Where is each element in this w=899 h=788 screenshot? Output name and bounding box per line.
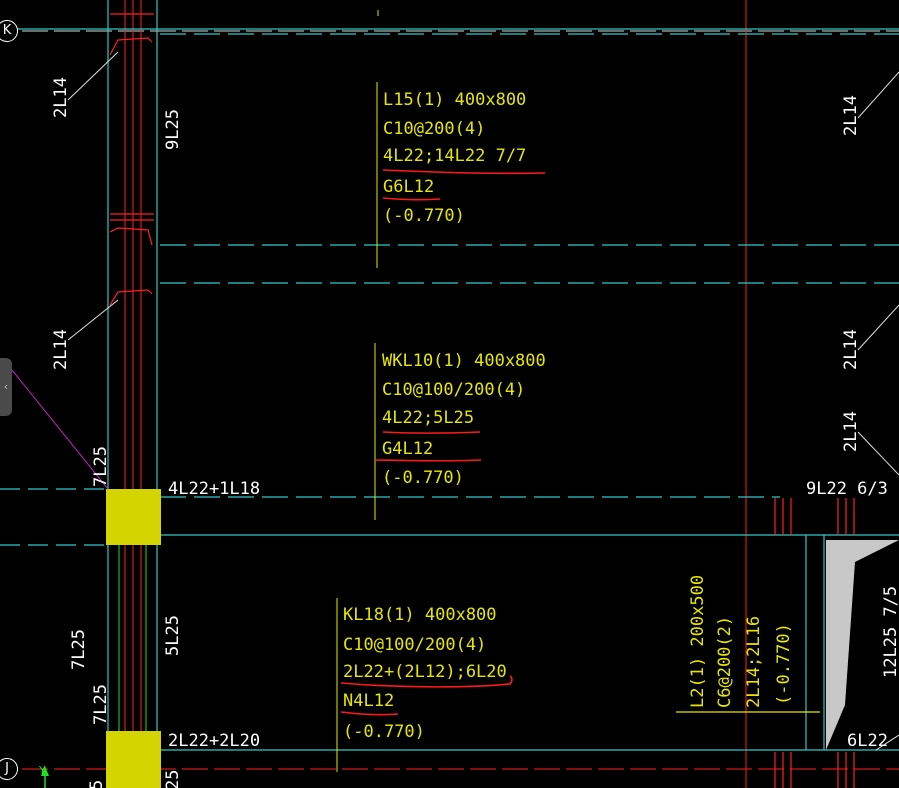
label-right-9L22: 9L22 6/3 bbox=[806, 479, 888, 499]
magenta-leader bbox=[11, 369, 109, 490]
beam-L15-annotation[interactable]: L15(1) 400x800 C10@200(4) 4L22;14L22 7/7… bbox=[383, 90, 526, 226]
axis-lines bbox=[22, 0, 899, 788]
side-panel-toggle[interactable]: ‹ bbox=[0, 358, 12, 416]
beam-KL18-line3: 2L22+(2L12);6L20 bbox=[343, 662, 507, 682]
label-right-6L22: 6L22 bbox=[847, 731, 888, 751]
beam-KL18-annotation[interactable]: KL18(1) 400x800 C10@100/200(4) 2L22+(2L1… bbox=[343, 605, 507, 742]
grid-axis-bubble-bottom[interactable]: J bbox=[0, 758, 18, 780]
beam-L2-line3: 2L14;2L16 bbox=[744, 616, 764, 708]
label-left-7L25-upper: 7L25 bbox=[91, 446, 111, 487]
beam-WKL10-annotation[interactable]: WKL10(1) 400x800 C10@100/200(4) 4L22;5L2… bbox=[382, 351, 546, 488]
beam-WKL10-line1: WKL10(1) 400x800 bbox=[382, 351, 546, 371]
label-left-7L25-low2: 7L25 bbox=[91, 684, 111, 725]
label-left-9L25: 9L25 bbox=[163, 109, 183, 150]
beam-WKL10-line4: G4L12 bbox=[382, 439, 433, 459]
grid-axis-label-bottom: J bbox=[5, 761, 9, 776]
beam-WKL10-line2: C10@100/200(4) bbox=[382, 380, 525, 400]
beam-L2-line4: (-0.770) bbox=[774, 623, 794, 705]
column-lower[interactable] bbox=[106, 731, 161, 788]
beam-WKL10-line5: (-0.770) bbox=[382, 468, 464, 488]
beam-L2-line1: L2(1) 200x500 bbox=[688, 575, 708, 708]
beam-L15-line2: C10@200(4) bbox=[383, 119, 485, 139]
rebar-labels: 2L14 9L25 2L14 7L25 4L22+1L18 5L25 7L25 … bbox=[51, 77, 899, 788]
ucs-icon: Y bbox=[38, 764, 49, 788]
column-upper[interactable] bbox=[106, 489, 161, 545]
red-markups bbox=[340, 169, 546, 716]
label-left-bottom-fragment2: 25 bbox=[163, 770, 183, 788]
beam-KL18-line5: (-0.770) bbox=[343, 722, 425, 742]
beam-WKL10-line3: 4L22;5L25 bbox=[382, 408, 474, 428]
beam-KL18-line2: C10@100/200(4) bbox=[343, 635, 486, 655]
label-left-2L14-top: 2L14 bbox=[51, 77, 71, 118]
wall-section bbox=[826, 540, 899, 750]
beam-L15-line5: (-0.770) bbox=[383, 206, 465, 226]
beam-L2-line2: C6@200(2) bbox=[715, 616, 735, 708]
beam-KL18-line1: KL18(1) 400x800 bbox=[343, 605, 497, 625]
label-left-bottom-fragment: 5 bbox=[87, 780, 107, 788]
beam-L15-line4: G6L12 bbox=[383, 177, 434, 197]
grid-axis-bubble-top[interactable]: K bbox=[0, 20, 18, 42]
beam-L15-line3: 4L22;14L22 7/7 bbox=[383, 146, 526, 166]
label-left-7L25-low: 7L25 bbox=[69, 629, 89, 670]
annotation-leaders bbox=[336, 10, 379, 772]
leader-lines bbox=[67, 51, 899, 751]
label-right-12L25: 12L25 7/5 bbox=[881, 586, 899, 678]
label-left-5L25: 5L25 bbox=[163, 615, 183, 656]
ucs-y-label: Y bbox=[38, 764, 46, 777]
label-right-2L14-top: 2L14 bbox=[841, 95, 861, 136]
label-right-2L14-low: 2L14 bbox=[841, 411, 861, 452]
beam-KL18-line4: N4L12 bbox=[343, 691, 394, 711]
rebar-break-symbols bbox=[109, 13, 855, 788]
label-left-2L14-mid: 2L14 bbox=[51, 329, 71, 370]
label-left-4L22-1L18: 4L22+1L18 bbox=[168, 479, 260, 499]
beam-L2-annotation[interactable]: L2(1) 200x500 C6@200(2) 2L14;2L16 (-0.77… bbox=[688, 575, 794, 708]
beam-L15-line1: L15(1) 400x800 bbox=[383, 90, 526, 110]
label-left-2L22-2L20: 2L22+2L20 bbox=[168, 731, 260, 751]
label-right-2L14-mid: 2L14 bbox=[841, 329, 861, 370]
chevron-left-icon: ‹ bbox=[3, 380, 9, 393]
grid-axis-label-top: K bbox=[2, 23, 12, 38]
